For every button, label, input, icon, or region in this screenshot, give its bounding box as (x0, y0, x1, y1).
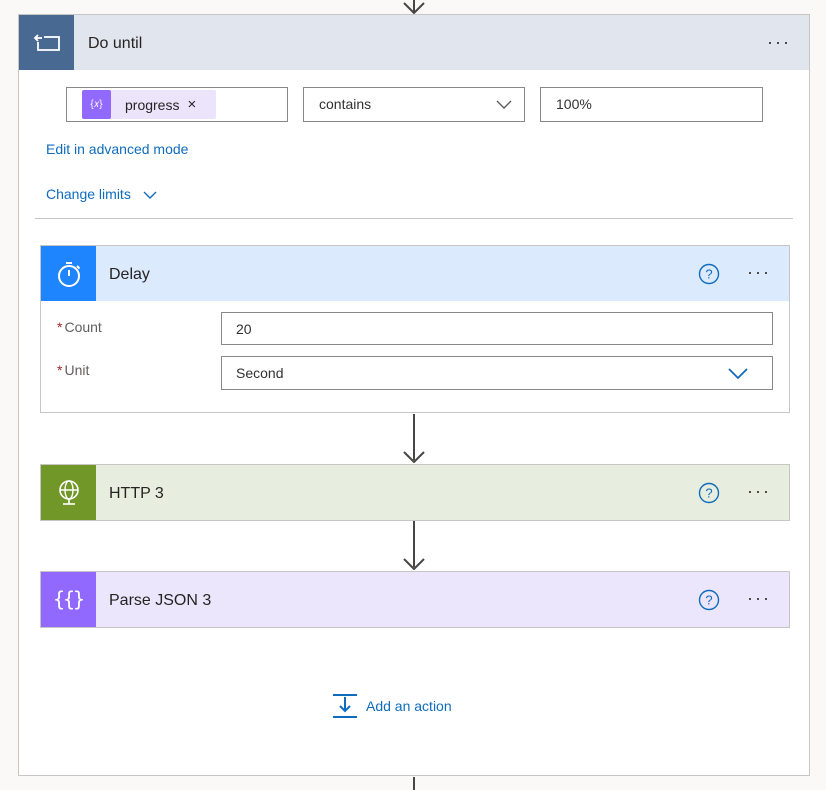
bottom-connector (413, 777, 415, 790)
svg-text:}: } (72, 587, 83, 611)
change-limits-label: Change limits (46, 186, 131, 202)
unit-select[interactable]: Second (221, 356, 773, 390)
more-options-icon[interactable]: ··· (747, 588, 771, 608)
http-action-card[interactable]: HTTP 3 ? ··· (40, 464, 790, 521)
more-options-icon[interactable]: ··· (747, 262, 771, 282)
count-input[interactable]: 20 (221, 312, 773, 345)
svg-text:?: ? (705, 267, 712, 282)
svg-text:{: { (62, 587, 74, 611)
add-action-button[interactable]: Add an action (332, 693, 452, 719)
condition-value: 100% (556, 96, 592, 112)
scope-divider (35, 218, 793, 219)
http-title: HTTP 3 (109, 485, 164, 502)
more-options-icon[interactable]: ··· (767, 32, 791, 52)
help-icon[interactable]: ? (698, 482, 720, 504)
unit-label: *Unit (57, 362, 89, 378)
chevron-down-icon (143, 191, 157, 199)
count-label-text: Count (64, 319, 102, 335)
chevron-down-icon (496, 100, 512, 109)
remove-token-icon[interactable]: × (187, 96, 197, 113)
add-action-label: Add an action (366, 698, 452, 714)
delay-action-card: Delay ? ··· *Count 20 *Unit Second (40, 245, 790, 413)
connector-line (413, 414, 415, 460)
more-options-icon[interactable]: ··· (747, 481, 771, 501)
change-limits-link[interactable]: Change limits (46, 186, 157, 202)
unit-label-text: Unit (64, 362, 90, 378)
globe-icon (41, 465, 96, 520)
parse-json-header[interactable]: { } { Parse JSON 3 ? ··· (41, 572, 789, 627)
edit-advanced-mode-link[interactable]: Edit in advanced mode (46, 141, 189, 157)
count-value: 20 (236, 321, 252, 337)
delay-title: Delay (109, 266, 150, 283)
condition-right-field[interactable]: 100% (540, 87, 763, 122)
condition-operator-select[interactable]: contains (303, 87, 525, 122)
count-label: *Count (57, 319, 102, 335)
svg-text:?: ? (705, 486, 712, 501)
unit-value: Second (236, 365, 284, 381)
progress-token[interactable]: {𝑥} progress × (82, 90, 216, 119)
parse-json-action-card[interactable]: { } { Parse JSON 3 ? ··· (40, 571, 790, 628)
condition-left-field[interactable]: {𝑥} progress × (66, 87, 288, 122)
http-header[interactable]: HTTP 3 ? ··· (41, 465, 789, 520)
parse-json-title: Parse JSON 3 (109, 592, 212, 609)
token-label: progress (125, 96, 180, 113)
connector-line (413, 521, 415, 567)
chevron-down-icon (728, 368, 748, 380)
top-connector (413, 0, 415, 12)
do-until-header[interactable]: Do until ··· (19, 15, 809, 70)
expression-icon: {𝑥} (82, 90, 111, 119)
operator-value: contains (319, 96, 372, 112)
do-until-icon (19, 15, 74, 70)
braces-icon: { } { (41, 572, 96, 627)
svg-text:{: { (54, 587, 65, 611)
delay-header[interactable]: Delay ? ··· (41, 246, 789, 301)
timer-icon (41, 246, 96, 301)
do-until-title: Do until (88, 35, 143, 52)
add-action-icon (333, 694, 357, 718)
help-icon[interactable]: ? (698, 263, 720, 285)
svg-text:?: ? (705, 593, 712, 608)
required-mark: * (57, 319, 63, 335)
required-mark: * (57, 362, 63, 378)
help-icon[interactable]: ? (698, 589, 720, 611)
do-until-scope: Do until ··· {𝑥} progress × contains 100… (18, 14, 810, 776)
